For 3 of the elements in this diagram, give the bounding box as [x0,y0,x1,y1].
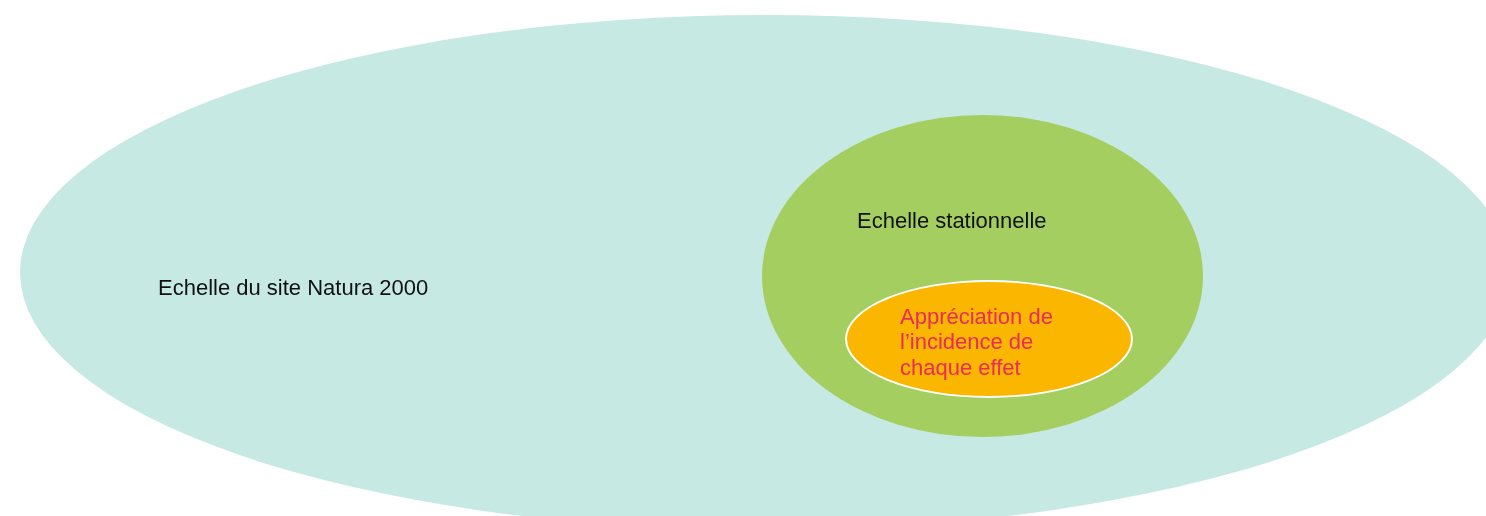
station-scale-label: Echelle stationnelle [857,208,1048,234]
effect-assessment-label: Appréciation de l’incidence de chaque effet [900,304,1054,380]
site-scale-label: Echelle du site Natura 2000 [158,275,430,301]
